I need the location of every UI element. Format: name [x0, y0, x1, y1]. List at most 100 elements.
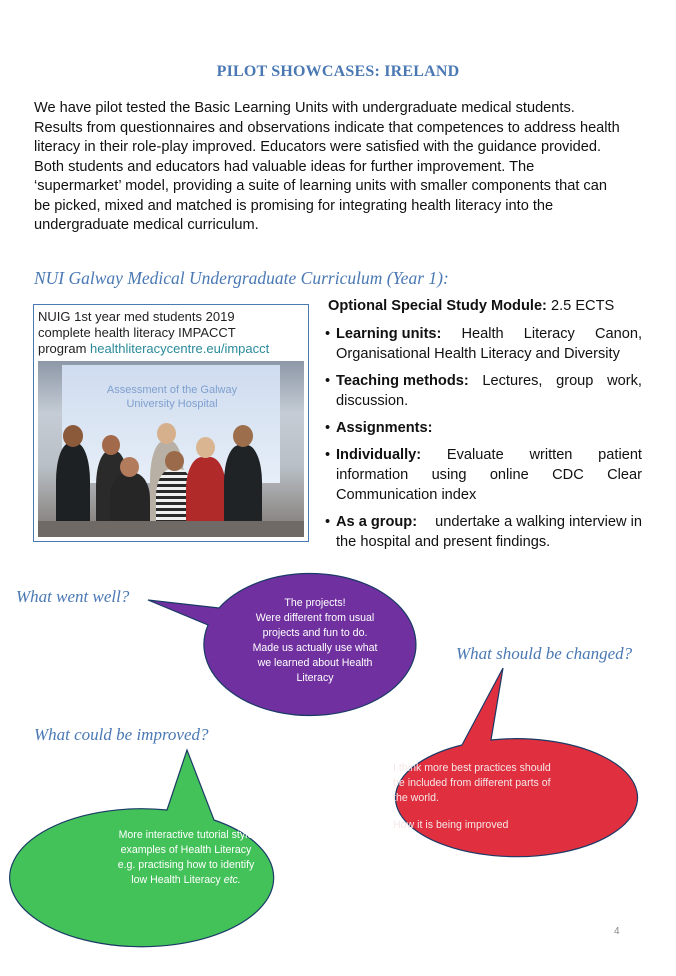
intro-line: Results from questionnaires and observat… — [34, 119, 620, 136]
bullet-head: Learning units: — [336, 326, 442, 342]
bullet-word: online — [489, 467, 529, 483]
red-speech-bubble — [394, 667, 639, 858]
module-label: Optional Special Study Module: — [328, 298, 547, 314]
purple-bubble-text: The projects! Were different from usual … — [228, 596, 402, 686]
person-head — [157, 423, 176, 444]
bullet-head: Individually: — [336, 447, 422, 463]
bullet-row: Communication index — [336, 487, 477, 503]
bubble-line: low Health Literacy etc. — [96, 873, 276, 888]
bubble-line: the world. — [393, 792, 439, 804]
screen-text: Assessment of the Galway University Hosp… — [72, 383, 272, 411]
intro-line: ‘supermarket’ model, providing a suite o… — [34, 178, 607, 194]
bullet-word: Literacy — [523, 326, 575, 342]
red-bubble-text: I think more best practices should be in… — [393, 761, 593, 833]
bubble-text-plain: low Health Literacy — [131, 874, 224, 886]
bullet-word: group — [556, 373, 594, 389]
person-head — [233, 425, 253, 447]
person-head — [63, 425, 83, 447]
person-head — [196, 437, 215, 458]
bubble-line: How it is being improved — [393, 819, 509, 831]
bubble-line: Made us actually use what — [252, 642, 378, 654]
bullet-word: using — [431, 467, 467, 483]
module-credits: Optional Special Study Module: 2.5 ECTS — [328, 297, 614, 317]
group-photo: Assessment of the Galway University Hosp… — [38, 361, 304, 537]
bullet-row: information using online CDC Clear — [336, 465, 642, 485]
bullet-row: Learning units: Health Literacy Canon, — [336, 324, 642, 344]
photo-panel: NUIG 1st year med students 2019 complete… — [33, 304, 309, 542]
bullet-word: work, — [607, 373, 642, 389]
photo-floor — [38, 521, 304, 537]
green-speech-bubble — [9, 748, 275, 948]
bubble-line — [393, 806, 593, 818]
bullet-word: Clear — [607, 467, 642, 483]
intro-line: literacy in their role-play improved. Ed… — [34, 139, 602, 155]
person-head — [102, 435, 120, 455]
page-title: PILOT SHOWCASES: IRELAND — [216, 63, 460, 80]
intro-line: We have pilot tested the Basic Learning … — [34, 100, 575, 116]
bubble-line: e.g. practising how to identify — [117, 859, 255, 871]
bullet-word: Evaluate — [446, 447, 504, 463]
bullet-head: Assignments: — [336, 420, 433, 436]
screen-line: Assessment of the Galway — [106, 384, 238, 396]
bullet-dot: • — [325, 373, 331, 389]
caption-prefix: program — [38, 341, 91, 356]
bubble-line: we learned about Health — [257, 657, 373, 669]
caption-link[interactable]: healthliteracycentre.eu/impacct — [90, 341, 270, 356]
person-head — [120, 457, 139, 477]
bubble-line: examples of Health Literacy — [120, 844, 252, 856]
caption-line: program healthliteracycentre.eu/impacct — [38, 341, 306, 357]
bubble-line: More interactive tutorial style — [118, 829, 254, 841]
bullet-word: written — [529, 447, 573, 463]
bullet-word: undertake a walking interview in — [435, 514, 642, 530]
bullet-word: information — [336, 467, 409, 483]
bullet-assignments: • Assignments: — [325, 418, 642, 438]
bullet-row: Individually: Evaluate written patient — [336, 445, 642, 465]
bubble-line: I think more best practices should — [393, 762, 551, 774]
section-subheading: NUI Galway Medical Undergraduate Curricu… — [34, 268, 449, 288]
bullet-group: • As a group: undertake a walking intervi… — [325, 512, 642, 552]
question-went-well: What went well? — [16, 587, 130, 606]
bullet-individually: • Individually: Evaluate written patient in… — [325, 445, 642, 505]
bullet-dot: • — [325, 326, 331, 342]
bubble-line: be included from different parts of — [393, 777, 551, 789]
bullet-dot: • — [325, 420, 331, 436]
bullet-word: Lectures, — [482, 373, 543, 389]
green-bubble-text: More interactive tutorial style examples… — [96, 828, 276, 888]
bubble-line: The projects! — [284, 597, 346, 609]
bullet-row: discussion. — [336, 393, 409, 409]
question-should-change: What should be changed? — [456, 644, 633, 663]
bullet-dot: • — [325, 514, 331, 530]
intro-paragraph: We have pilot tested the Basic Learning … — [34, 99, 642, 236]
person-head — [165, 451, 184, 471]
bullet-learning-units: • Learning units: Health Literacy Canon, Or… — [325, 324, 642, 364]
bullet-dot: • — [325, 447, 331, 463]
caption-line: NUIG 1st year med students 2019 — [38, 309, 235, 324]
intro-line: Both students and educators had valuable… — [34, 158, 535, 175]
bullet-head: As a group: — [336, 514, 418, 530]
bullet-word: CDC — [552, 467, 584, 483]
bullet-teaching-methods: • Teaching methods: Lectures, group work, d… — [325, 371, 642, 411]
bubble-line: projects and fun to do. — [262, 627, 368, 639]
bullet-word: patient — [598, 447, 642, 463]
bullet-row: the hospital and present findings. — [336, 534, 551, 550]
bubble-text-italic: etc. — [223, 874, 241, 886]
bubble-line: Were different from usual — [255, 612, 375, 624]
bubble-line: Literacy — [296, 672, 334, 684]
caption-line: complete health literacy IMPACCT — [38, 325, 236, 340]
purple-speech-bubble — [147, 572, 417, 717]
bullet-row: Assignments: — [336, 418, 642, 438]
bullet-row: Teaching methods: Lectures, group work, — [336, 371, 642, 391]
intro-line: be picked, mixed and matched is promisin… — [34, 197, 554, 214]
bullet-word: Health — [461, 326, 504, 342]
bullet-head: Teaching methods: — [336, 373, 469, 389]
module-value: 2.5 ECTS — [546, 298, 615, 314]
screen-line: University Hospital — [126, 398, 218, 410]
bullet-row: Organisational Health Literacy and Diver… — [336, 346, 620, 362]
photo-caption: NUIG 1st year med students 2019 complete… — [38, 309, 306, 357]
bullet-word: Canon, — [594, 326, 642, 342]
question-could-improve: What could be improved? — [34, 725, 209, 744]
page-number: 4 — [614, 926, 620, 937]
bullet-row: As a group: undertake a walking interview… — [336, 512, 642, 532]
intro-line: undergraduate medical curriculum. — [34, 217, 259, 233]
